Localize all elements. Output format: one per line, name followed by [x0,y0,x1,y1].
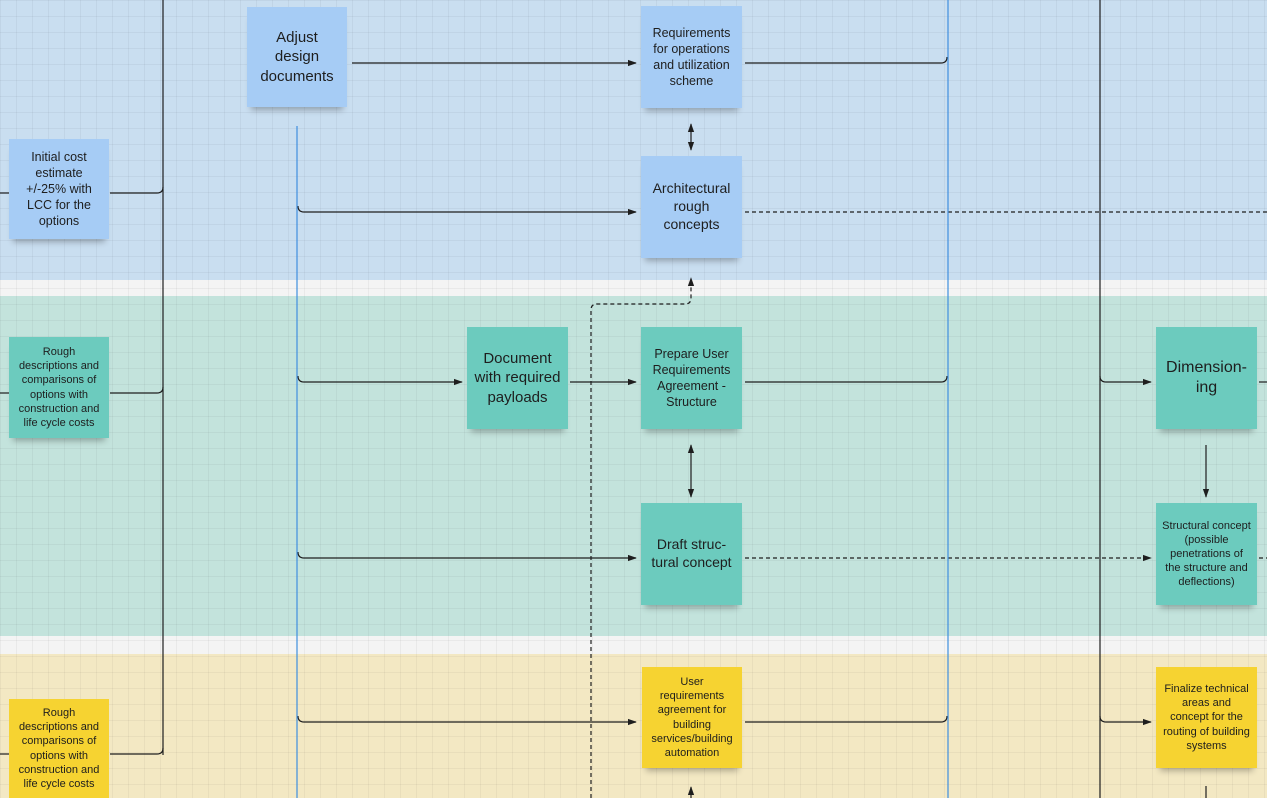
connector-line [745,715,948,723]
connector-line [110,186,164,194]
note-text: Adjust design documents [260,29,334,85]
note-document-required-payloads[interactable]: Document with required payloads [467,327,568,429]
note-dimensioning[interactable]: Dimension-ing [1156,327,1257,429]
note-text: Dimension-ing [1166,358,1247,396]
connector-arrow [297,551,637,562]
connector-arrow [1099,715,1152,726]
connector-arrow [297,375,463,386]
connector-arrow [297,205,637,216]
lane-separator [0,636,1267,654]
connector-arrow [297,715,637,726]
note-text: Initial cost estimate +/-25% with LCC fo… [26,150,92,228]
note-text: Prepare User Requirements Agreement - St… [652,347,731,409]
note-requirements-operations[interactable]: Requirements for operations and utilizat… [641,6,742,108]
connector-line [110,747,164,755]
connector-line [745,375,948,383]
note-text: Rough descriptions and comparisons of op… [18,346,100,429]
dashed-connector [590,277,695,798]
note-text: Architectural rough concepts [652,180,731,232]
swimlane-building-services [0,654,1267,798]
note-prepare-user-requirements[interactable]: Prepare User Requirements Agreement - St… [641,327,742,429]
note-text: Draft struc-tural concept [651,536,732,570]
note-text: Rough descriptions and comparisons of op… [18,707,100,790]
note-adjust-design-documents[interactable]: Adjust design documents [247,7,347,107]
note-architectural-rough-concepts[interactable]: Architectural rough concepts [641,156,742,258]
note-rough-descriptions-services[interactable]: Rough descriptions and comparisons of op… [9,699,109,798]
note-text: Document with required payloads [474,350,561,406]
note-text: Finalize technical areas and concept for… [1163,683,1250,752]
connector-line [745,56,948,64]
connector-arrow [1099,375,1152,386]
note-structural-concept[interactable]: Structural concept (possible penetration… [1156,503,1257,605]
lane-separator [0,280,1267,296]
note-text: User requirements agreement for building… [651,676,733,759]
swimlane-design [0,0,1267,280]
note-rough-descriptions-structure[interactable]: Rough descriptions and comparisons of op… [9,337,109,438]
note-finalize-technical-areas[interactable]: Finalize technical areas and concept for… [1156,667,1257,768]
note-text: Requirements for operations and utilizat… [652,26,731,88]
note-user-requirements-building-services[interactable]: User requirements agreement for building… [642,667,742,768]
swimlane-structure [0,296,1267,636]
connector-line [110,386,164,394]
note-initial-cost-estimate[interactable]: Initial cost estimate +/-25% with LCC fo… [9,139,109,239]
note-text: Structural concept (possible penetration… [1162,519,1251,589]
note-draft-structural-concept[interactable]: Draft struc-tural concept [641,503,742,605]
